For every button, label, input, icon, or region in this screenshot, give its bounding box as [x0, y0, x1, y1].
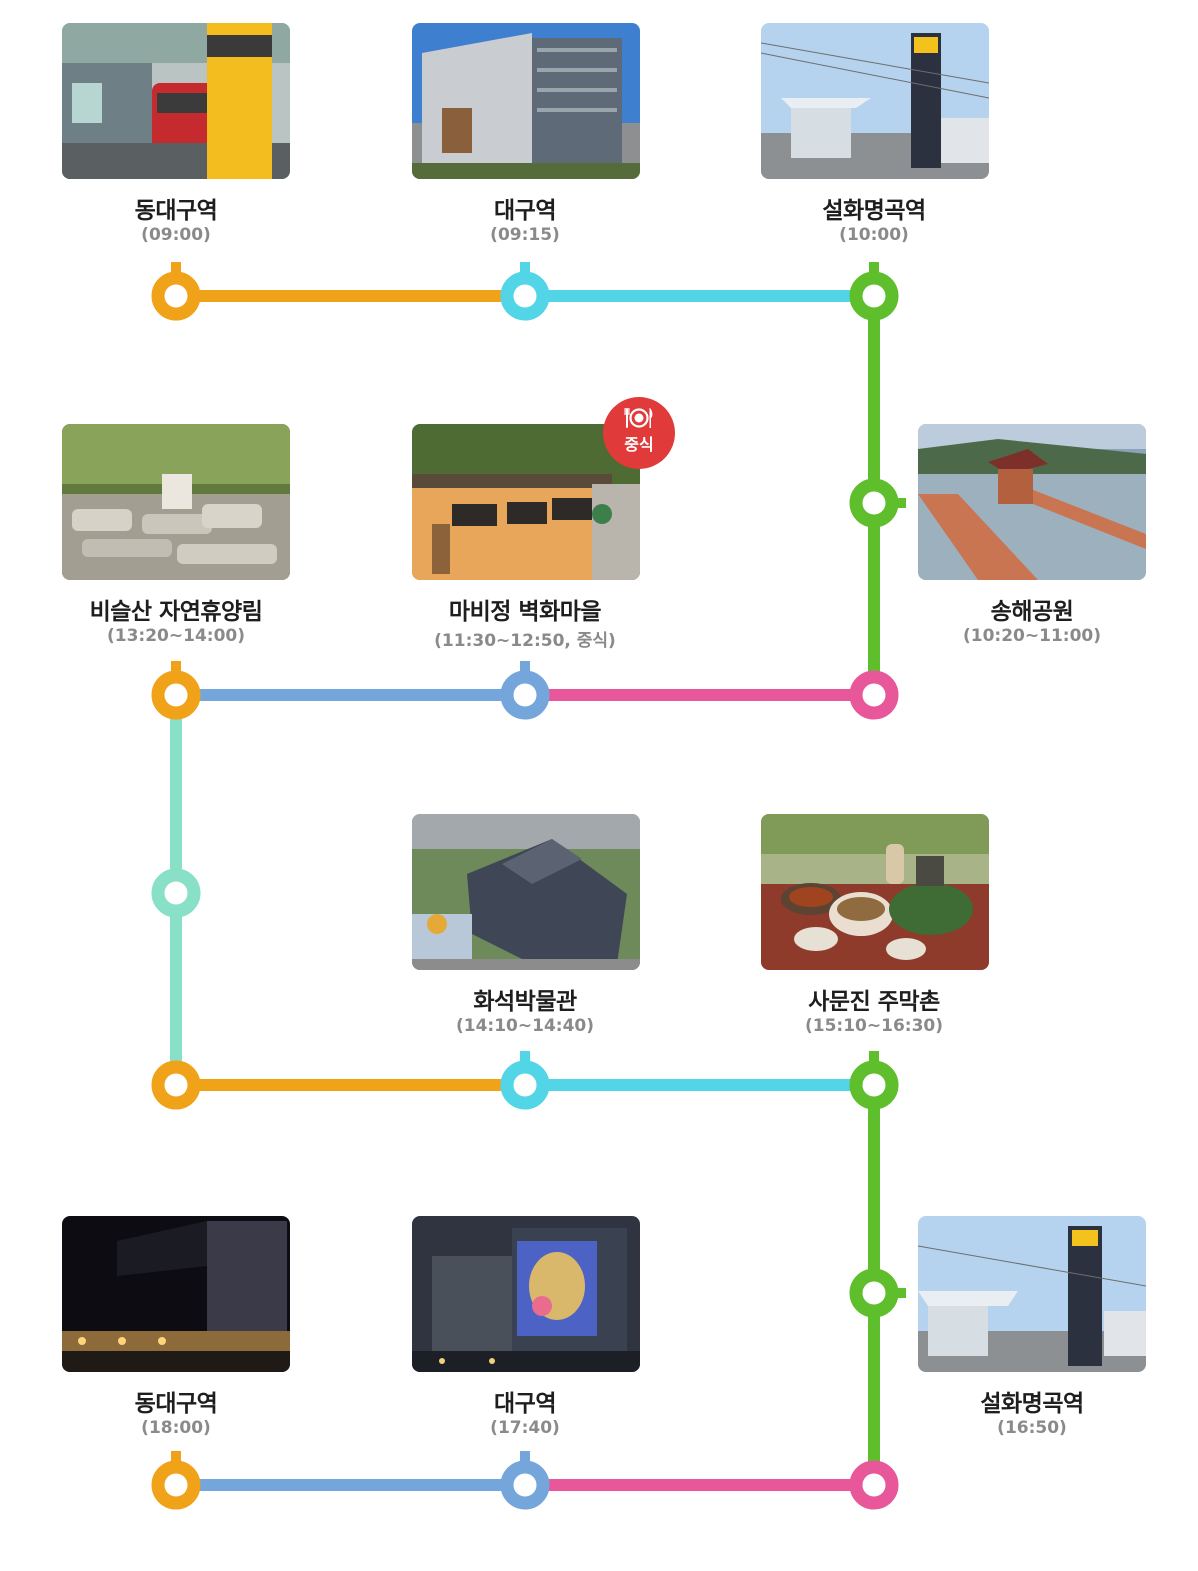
seolhwa-myeonggok-station-photo [918, 1216, 1146, 1372]
stop-time: (18:00) [141, 1418, 211, 1438]
stop-name: 대구역 [494, 198, 556, 224]
seolhwa-myeonggok-station-photo [761, 23, 989, 179]
stop-time: (10:20~11:00) [962, 626, 1101, 646]
dongdaegu-station-night-photo [62, 1216, 290, 1372]
station-signboard-photo [62, 23, 290, 179]
mural-village-photo [412, 424, 640, 580]
forest-stream-photo [62, 424, 290, 580]
stop-marker [151, 661, 201, 720]
stop-name: 화석박물관 [473, 989, 577, 1015]
stop-time: (09:15) [490, 225, 560, 245]
stop-marker [849, 1051, 899, 1110]
stop-name: 마비정 벽화마을 [448, 599, 602, 625]
stop-time: (13:20~14:00) [106, 626, 245, 646]
stop-name: 동대구역 [134, 1391, 218, 1417]
stop-marker [849, 1268, 906, 1318]
stop-time: (09:00) [141, 225, 211, 245]
stop-time: (11:30~12:50, 중식) [434, 631, 616, 651]
stop-marker [151, 262, 201, 321]
tavern-food-photo [761, 814, 989, 970]
stop-name: 대구역 [494, 1391, 556, 1417]
plate-cutlery-icon [624, 408, 653, 428]
daegu-station-building-photo [412, 23, 640, 179]
stop-name: 사문진 주막촌 [808, 989, 940, 1015]
stop-name: 동대구역 [134, 198, 218, 224]
stop-name: 설화명곡역 [822, 198, 926, 224]
stop-marker [500, 1451, 550, 1510]
stop-name: 설화명곡역 [980, 1391, 1084, 1417]
lunch-badge-label: 중식 [624, 435, 654, 454]
fossil-museum-photo [412, 814, 640, 970]
stop-time: (10:00) [839, 225, 909, 245]
stop-name: 비슬산 자연휴양림 [89, 599, 263, 625]
stop-marker [500, 1051, 550, 1110]
stop-marker [849, 262, 899, 321]
stop-marker [849, 670, 899, 720]
stop-marker [151, 1451, 201, 1510]
stop-time: (15:10~16:30) [804, 1016, 943, 1036]
stop-marker [500, 262, 550, 321]
daegu-station-night-photo [412, 1216, 640, 1372]
lunch-badge: 중식 [603, 397, 675, 469]
stop-time: (14:10~14:40) [455, 1016, 594, 1036]
stop-marker [151, 1060, 201, 1110]
stop-marker [500, 661, 550, 720]
stop-time: (16:50) [997, 1418, 1067, 1438]
stop-name: 송해공원 [990, 599, 1074, 625]
stop-marker [849, 1460, 899, 1510]
stop-marker [151, 868, 201, 918]
stop-marker [849, 478, 906, 528]
stop-time: (17:40) [490, 1418, 560, 1438]
songhae-park-pavilion-photo [918, 424, 1146, 580]
